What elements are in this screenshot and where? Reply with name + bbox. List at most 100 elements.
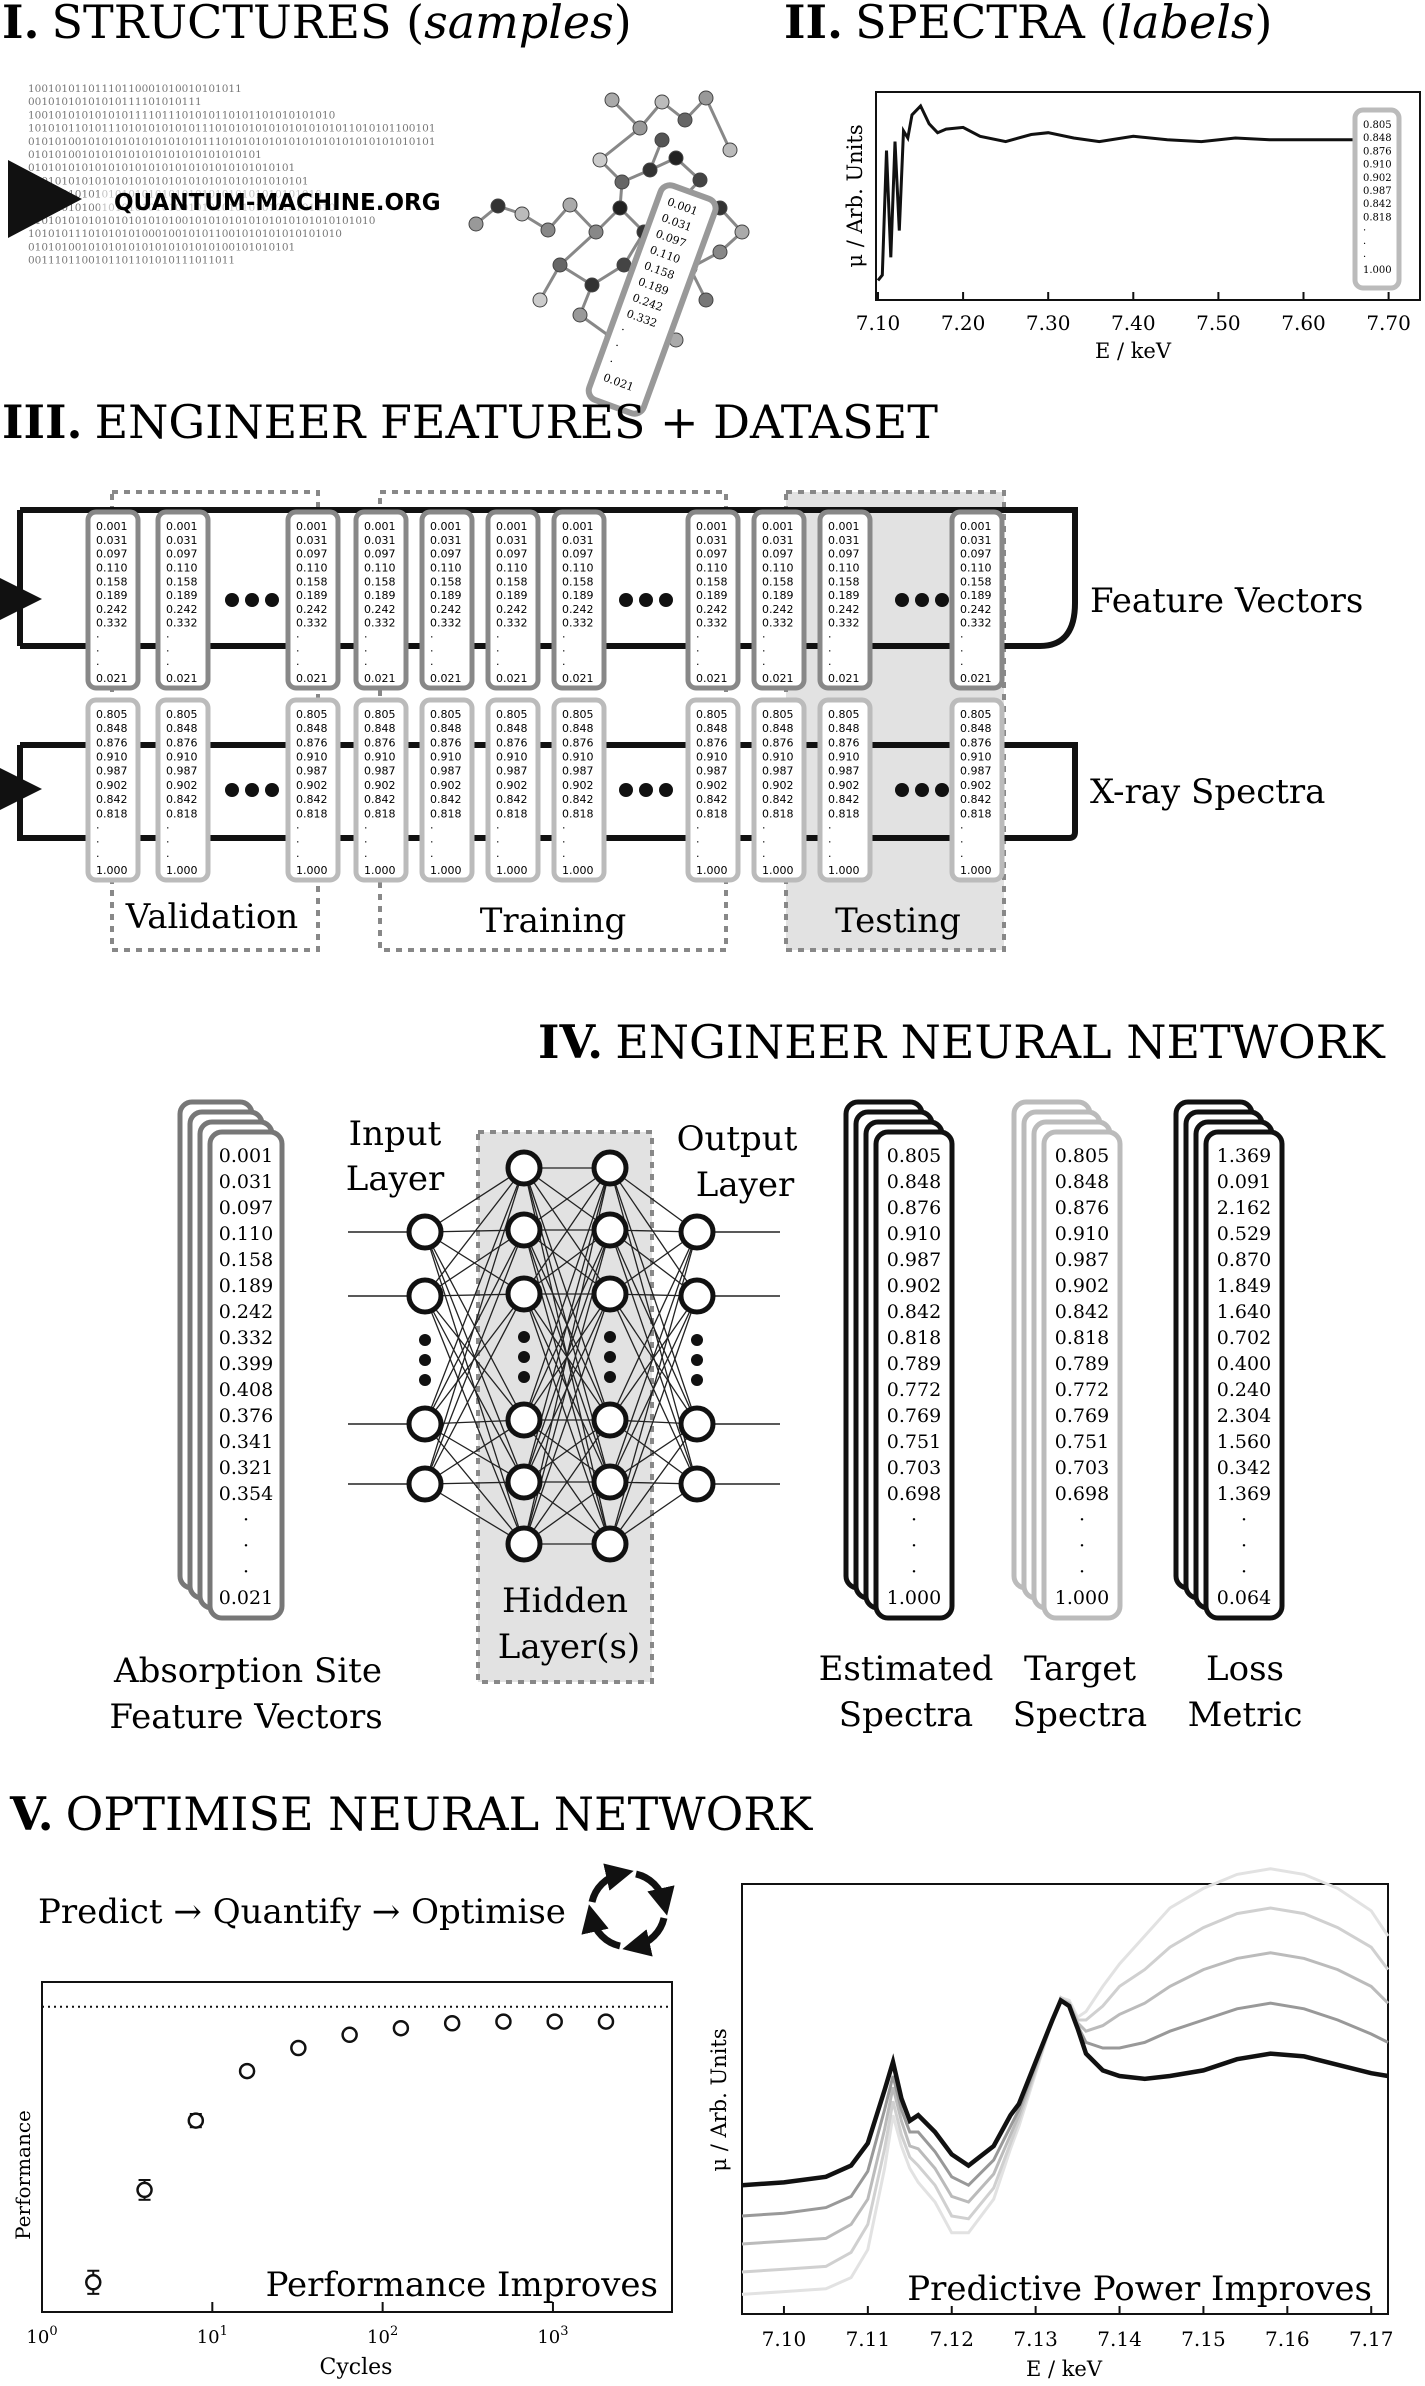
atom <box>698 292 714 308</box>
bond <box>558 230 598 267</box>
vector-column-value: 0.110 <box>364 561 396 574</box>
dots-training-feature <box>639 593 653 607</box>
vector-column <box>85 509 141 691</box>
vector-column-value: 0.848 <box>960 722 992 735</box>
spectra-belt-arrow-icon <box>0 768 42 810</box>
target-value: 0.987 <box>1055 1249 1109 1271</box>
vector-column-value: 0.001 <box>430 520 462 533</box>
ellipsis-dot <box>518 1371 530 1383</box>
target-value: 0.910 <box>1055 1223 1109 1245</box>
output-layer-label-1: Output <box>677 1119 798 1159</box>
vector-column-value: · <box>496 658 500 671</box>
neural-network <box>348 1149 780 1563</box>
vector-column-value: · <box>96 821 100 834</box>
vector-column-value: 0.332 <box>960 617 992 630</box>
performance-xtick-label: 100 <box>26 2324 57 2348</box>
label-vector-value: 0.842 <box>1363 199 1392 210</box>
vector-column-value: · <box>430 658 434 671</box>
vector-column-value: 0.097 <box>828 548 860 561</box>
vector-column-value: 0.987 <box>696 765 728 778</box>
vector-column-value: 0.842 <box>960 793 992 806</box>
panel-iv-heading: IV.ENGINEER NEURAL NETWORK <box>538 1015 1386 1069</box>
vector-column-value: · <box>430 631 434 644</box>
atom <box>642 162 658 178</box>
atom <box>592 152 608 168</box>
absorption-value: 0.354 <box>219 1483 273 1505</box>
feature-vector-value: · <box>613 339 621 352</box>
estimated-value: 0.703 <box>887 1457 941 1479</box>
atom <box>572 307 588 323</box>
vector-column-value: 0.818 <box>166 807 198 820</box>
vector-column-value: 0.818 <box>828 807 860 820</box>
vector-column-value: · <box>96 836 100 849</box>
ellipsis-dot <box>604 1331 616 1343</box>
dots-validation-feature <box>245 593 259 607</box>
vector-column-value: 0.842 <box>696 793 728 806</box>
vector-column-value: 0.097 <box>364 548 396 561</box>
prediction-note: Predictive Power Improves <box>907 2269 1372 2309</box>
vector-column-value: · <box>296 631 300 644</box>
loss-value: 1.849 <box>1217 1275 1271 1297</box>
dots-testing-feature <box>915 593 929 607</box>
atom <box>654 94 670 110</box>
vector-column-value: 0.818 <box>762 807 794 820</box>
vector-column-value: 0.902 <box>496 779 528 792</box>
bond <box>599 126 641 162</box>
performance-point <box>597 2013 615 2030</box>
vector-column-value: 0.902 <box>364 779 396 792</box>
loss-value: 0.091 <box>1217 1171 1271 1193</box>
vector-column-value: 0.242 <box>96 603 128 616</box>
vector-column-value: 0.902 <box>430 779 462 792</box>
vector-column-value: 0.189 <box>828 589 860 602</box>
vector-column-value: 0.097 <box>960 548 992 561</box>
network-node <box>591 1401 629 1439</box>
vector-column-value: · <box>364 850 368 863</box>
network-node <box>591 1463 629 1501</box>
absorption-value: 0.321 <box>219 1457 273 1479</box>
vector-column-value: · <box>762 821 766 834</box>
spectrum-xtick-label: 7.10 <box>856 311 901 335</box>
vector-column-value: · <box>166 836 170 849</box>
vector-column-value: · <box>364 631 368 644</box>
vector-column <box>485 697 541 883</box>
vector-column-value: · <box>166 850 170 863</box>
vector-column-value: 1.000 <box>696 864 728 877</box>
vector-column-value: · <box>166 631 170 644</box>
vector-column <box>949 509 1005 691</box>
vector-column-value: · <box>828 836 832 849</box>
spectrum-xtick-label: 7.50 <box>1196 311 1241 335</box>
vector-column-value: 0.001 <box>828 520 860 533</box>
vector-column-value: · <box>296 850 300 863</box>
spectrum-xtick-label: 7.40 <box>1111 311 1156 335</box>
vector-column-value: 0.242 <box>364 603 396 616</box>
vector-column-value: 0.876 <box>430 736 462 749</box>
network-edge <box>523 1167 611 1295</box>
vector-column-value: · <box>496 821 500 834</box>
logo-text: QUANTUM-MACHINE.ORG <box>114 190 441 216</box>
target-value: 0.769 <box>1055 1405 1109 1427</box>
atom <box>712 244 728 260</box>
dots-testing-spectra <box>895 783 909 797</box>
vector-column-value: 0.876 <box>696 736 728 749</box>
vector-column-value: 0.987 <box>296 765 328 778</box>
vector-column-value: 0.818 <box>296 807 328 820</box>
vector-column-value: · <box>166 821 170 834</box>
logo-background <box>100 186 452 216</box>
vector-column-value: 0.110 <box>96 561 128 574</box>
ellipsis-dot <box>419 1354 431 1366</box>
vector-column-value: 0.158 <box>496 575 528 588</box>
panel-i-heading: I.STRUCTURES (samples) <box>2 0 632 49</box>
vector-column-value: 1.000 <box>296 864 328 877</box>
vector-column-value: 0.987 <box>960 765 992 778</box>
vector-column-value: 0.910 <box>166 751 198 764</box>
vector-column-value: · <box>562 631 566 644</box>
vector-column-value: 0.848 <box>96 722 128 735</box>
ellipsis-dot <box>691 1354 703 1366</box>
network-edge <box>609 1423 698 1545</box>
vector-column-value: 0.242 <box>696 603 728 616</box>
label-vector-value: 0.818 <box>1363 212 1392 223</box>
atom <box>677 112 693 128</box>
vector-column-value: · <box>762 644 766 657</box>
vector-column-value: 0.242 <box>762 603 794 616</box>
